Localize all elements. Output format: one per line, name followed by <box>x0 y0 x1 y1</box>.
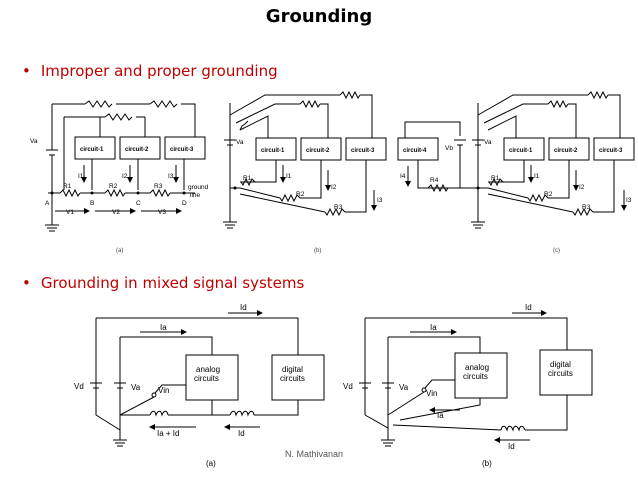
diagram-a-line-label: line <box>190 192 201 199</box>
diagram-a-i3: I3 <box>168 173 174 180</box>
diagram-b-r3: R3 <box>334 204 343 211</box>
diagram-c-proper-grounding-two-supplies: circuit-4 Vb I4 R4 Va circuit-1 circuit-… <box>397 90 635 254</box>
diagram-c-circuit-4-label: circuit-4 <box>403 148 427 154</box>
diagram-a-circuit-3-block <box>164 136 206 160</box>
diagram-a-node-d: D <box>182 200 187 207</box>
diagram-a-node-c: C <box>136 200 141 207</box>
diagram-c-i1: I1 <box>534 173 540 180</box>
mixed-a-analog-circuits-block <box>185 354 239 401</box>
mixed-a-caption: (a) <box>206 459 216 468</box>
diagram-a-ground-label: ground <box>188 184 209 191</box>
diagram-a-r2: R2 <box>109 183 118 190</box>
mixed-a-digital-label-1: digital <box>282 365 303 374</box>
diagram-c-i2: I2 <box>579 184 585 191</box>
bullet-dot: • <box>22 62 31 80</box>
mixed-a-analog-label-2: circuits <box>194 374 219 383</box>
bullet-mixed-signal-grounding: • Grounding in mixed signal systems <box>22 274 304 292</box>
mixed-b-va-label: Va <box>399 383 409 392</box>
mixed-b-caption: (b) <box>482 459 492 468</box>
mixed-a-vd-label: Vd <box>74 382 84 391</box>
mixed-signal-diagram-a: Id Ia Vd Va analog circuits digital circ… <box>74 303 325 468</box>
diagram-b-r2: R2 <box>296 191 305 198</box>
diagram-a-circuit-1-label: circuit-1 <box>80 147 104 153</box>
diagram-b-i2: I2 <box>331 184 337 191</box>
mixed-signal-diagram-b: Id Ia Vd Va analog circuits digital circ… <box>343 303 593 468</box>
diagram-b-i3: I3 <box>377 197 383 204</box>
diagram-a-circuit-2-block <box>119 136 161 160</box>
diagram-c-circuit-3-label: circuit-3 <box>599 148 623 154</box>
slide-title: Grounding <box>265 6 373 27</box>
diagram-a-circuit-3-label: circuit-3 <box>170 147 194 153</box>
mixed-b-id-bottom: Id <box>508 442 515 451</box>
diagram-b-caption: (b) <box>314 248 321 254</box>
mixed-b-analog-circuits-block <box>454 352 508 399</box>
diagram-a-i1: I1 <box>78 173 84 180</box>
mixed-a-va-label: Va <box>131 383 141 392</box>
diagram-a-i2: I2 <box>122 173 128 180</box>
diagram-a-va-label: Va <box>30 138 38 145</box>
mixed-b-vd-label: Vd <box>343 382 353 391</box>
diagram-a-node-b: B <box>90 200 94 207</box>
mixed-a-id-bottom: Id <box>238 429 245 438</box>
diagram-c-circuit-1-label: circuit-1 <box>509 148 533 154</box>
mixed-b-vin: Vin <box>426 389 437 398</box>
diagram-c-i3: I3 <box>626 197 632 204</box>
diagram-c-r1: R1 <box>491 175 500 182</box>
mixed-a-digital-label-2: circuits <box>280 374 305 383</box>
diagram-c-r2: R2 <box>544 191 553 198</box>
mixed-b-id-top: Id <box>525 303 532 312</box>
diagram-c-vb-label: Vb <box>445 145 453 152</box>
diagram-a-v3: V3 <box>158 209 166 216</box>
bullet-text: Grounding in mixed signal systems <box>40 274 305 292</box>
diagram-b-va-label: Va <box>236 139 244 146</box>
diagram-a-improper-grounding: Va circuit-1 circuit-2 circuit-3 I1 I2 I… <box>30 100 209 254</box>
mixed-b-ia-mid: Ia <box>437 411 444 420</box>
mixed-a-ia: Ia <box>160 323 167 332</box>
diagram-c-r3: R3 <box>582 204 591 211</box>
mixed-a-analog-label-1: analog <box>196 365 220 374</box>
mixed-b-analog-label-1: analog <box>465 363 489 372</box>
mixed-a-digital-circuits-block <box>271 354 325 401</box>
diagram-b-i1: I1 <box>286 173 292 180</box>
mixed-a-id-top: Id <box>240 303 247 312</box>
diagram-a-circuit-2-label: circuit-2 <box>125 147 149 153</box>
diagram-b-proper-grounding: Va circuit-1 circuit-2 circuit-3 I1 I2 I… <box>223 90 387 254</box>
diagram-b-circuit-3-label: circuit-3 <box>351 148 375 154</box>
mixed-b-analog-label-2: circuits <box>463 372 488 381</box>
diagram-b-circuit-1-label: circuit-1 <box>261 148 285 154</box>
diagram-c-va-label: Va <box>484 139 492 146</box>
mixed-b-ia: Ia <box>430 323 437 332</box>
diagram-c-i4: I4 <box>400 173 406 180</box>
bullet-dot: • <box>22 274 31 292</box>
mixed-b-digital-label-1: digital <box>550 360 571 369</box>
mixed-b-digital-label-2: circuits <box>548 369 573 378</box>
bullet-text: Improper and proper grounding <box>40 62 278 80</box>
diagram-a-r3: R3 <box>154 183 163 190</box>
diagram-a-r1: R1 <box>63 183 72 190</box>
footer-author: N. Mathivanan <box>285 449 344 459</box>
mixed-a-ia-plus-id: Ia + Id <box>157 429 179 438</box>
diagram-a-caption: (a) <box>116 248 123 254</box>
mixed-b-digital-circuits-block <box>539 349 593 396</box>
diagram-a-v2: V2 <box>112 209 120 216</box>
diagram-c-caption: (c) <box>553 248 560 254</box>
diagram-a-v1: V1 <box>66 209 74 216</box>
diagram-c-r4: R4 <box>430 177 439 184</box>
diagram-a-node-a: A <box>45 200 50 207</box>
bullet-improper-proper-grounding: • Improper and proper grounding <box>22 62 278 80</box>
diagram-b-circuit-2-label: circuit-2 <box>306 148 330 154</box>
diagram-b-r1: R1 <box>243 175 252 182</box>
diagram-a-circuit-1-block <box>74 136 116 160</box>
diagram-c-circuit-2-label: circuit-2 <box>554 148 578 154</box>
mixed-a-vin: Vin <box>158 386 169 395</box>
